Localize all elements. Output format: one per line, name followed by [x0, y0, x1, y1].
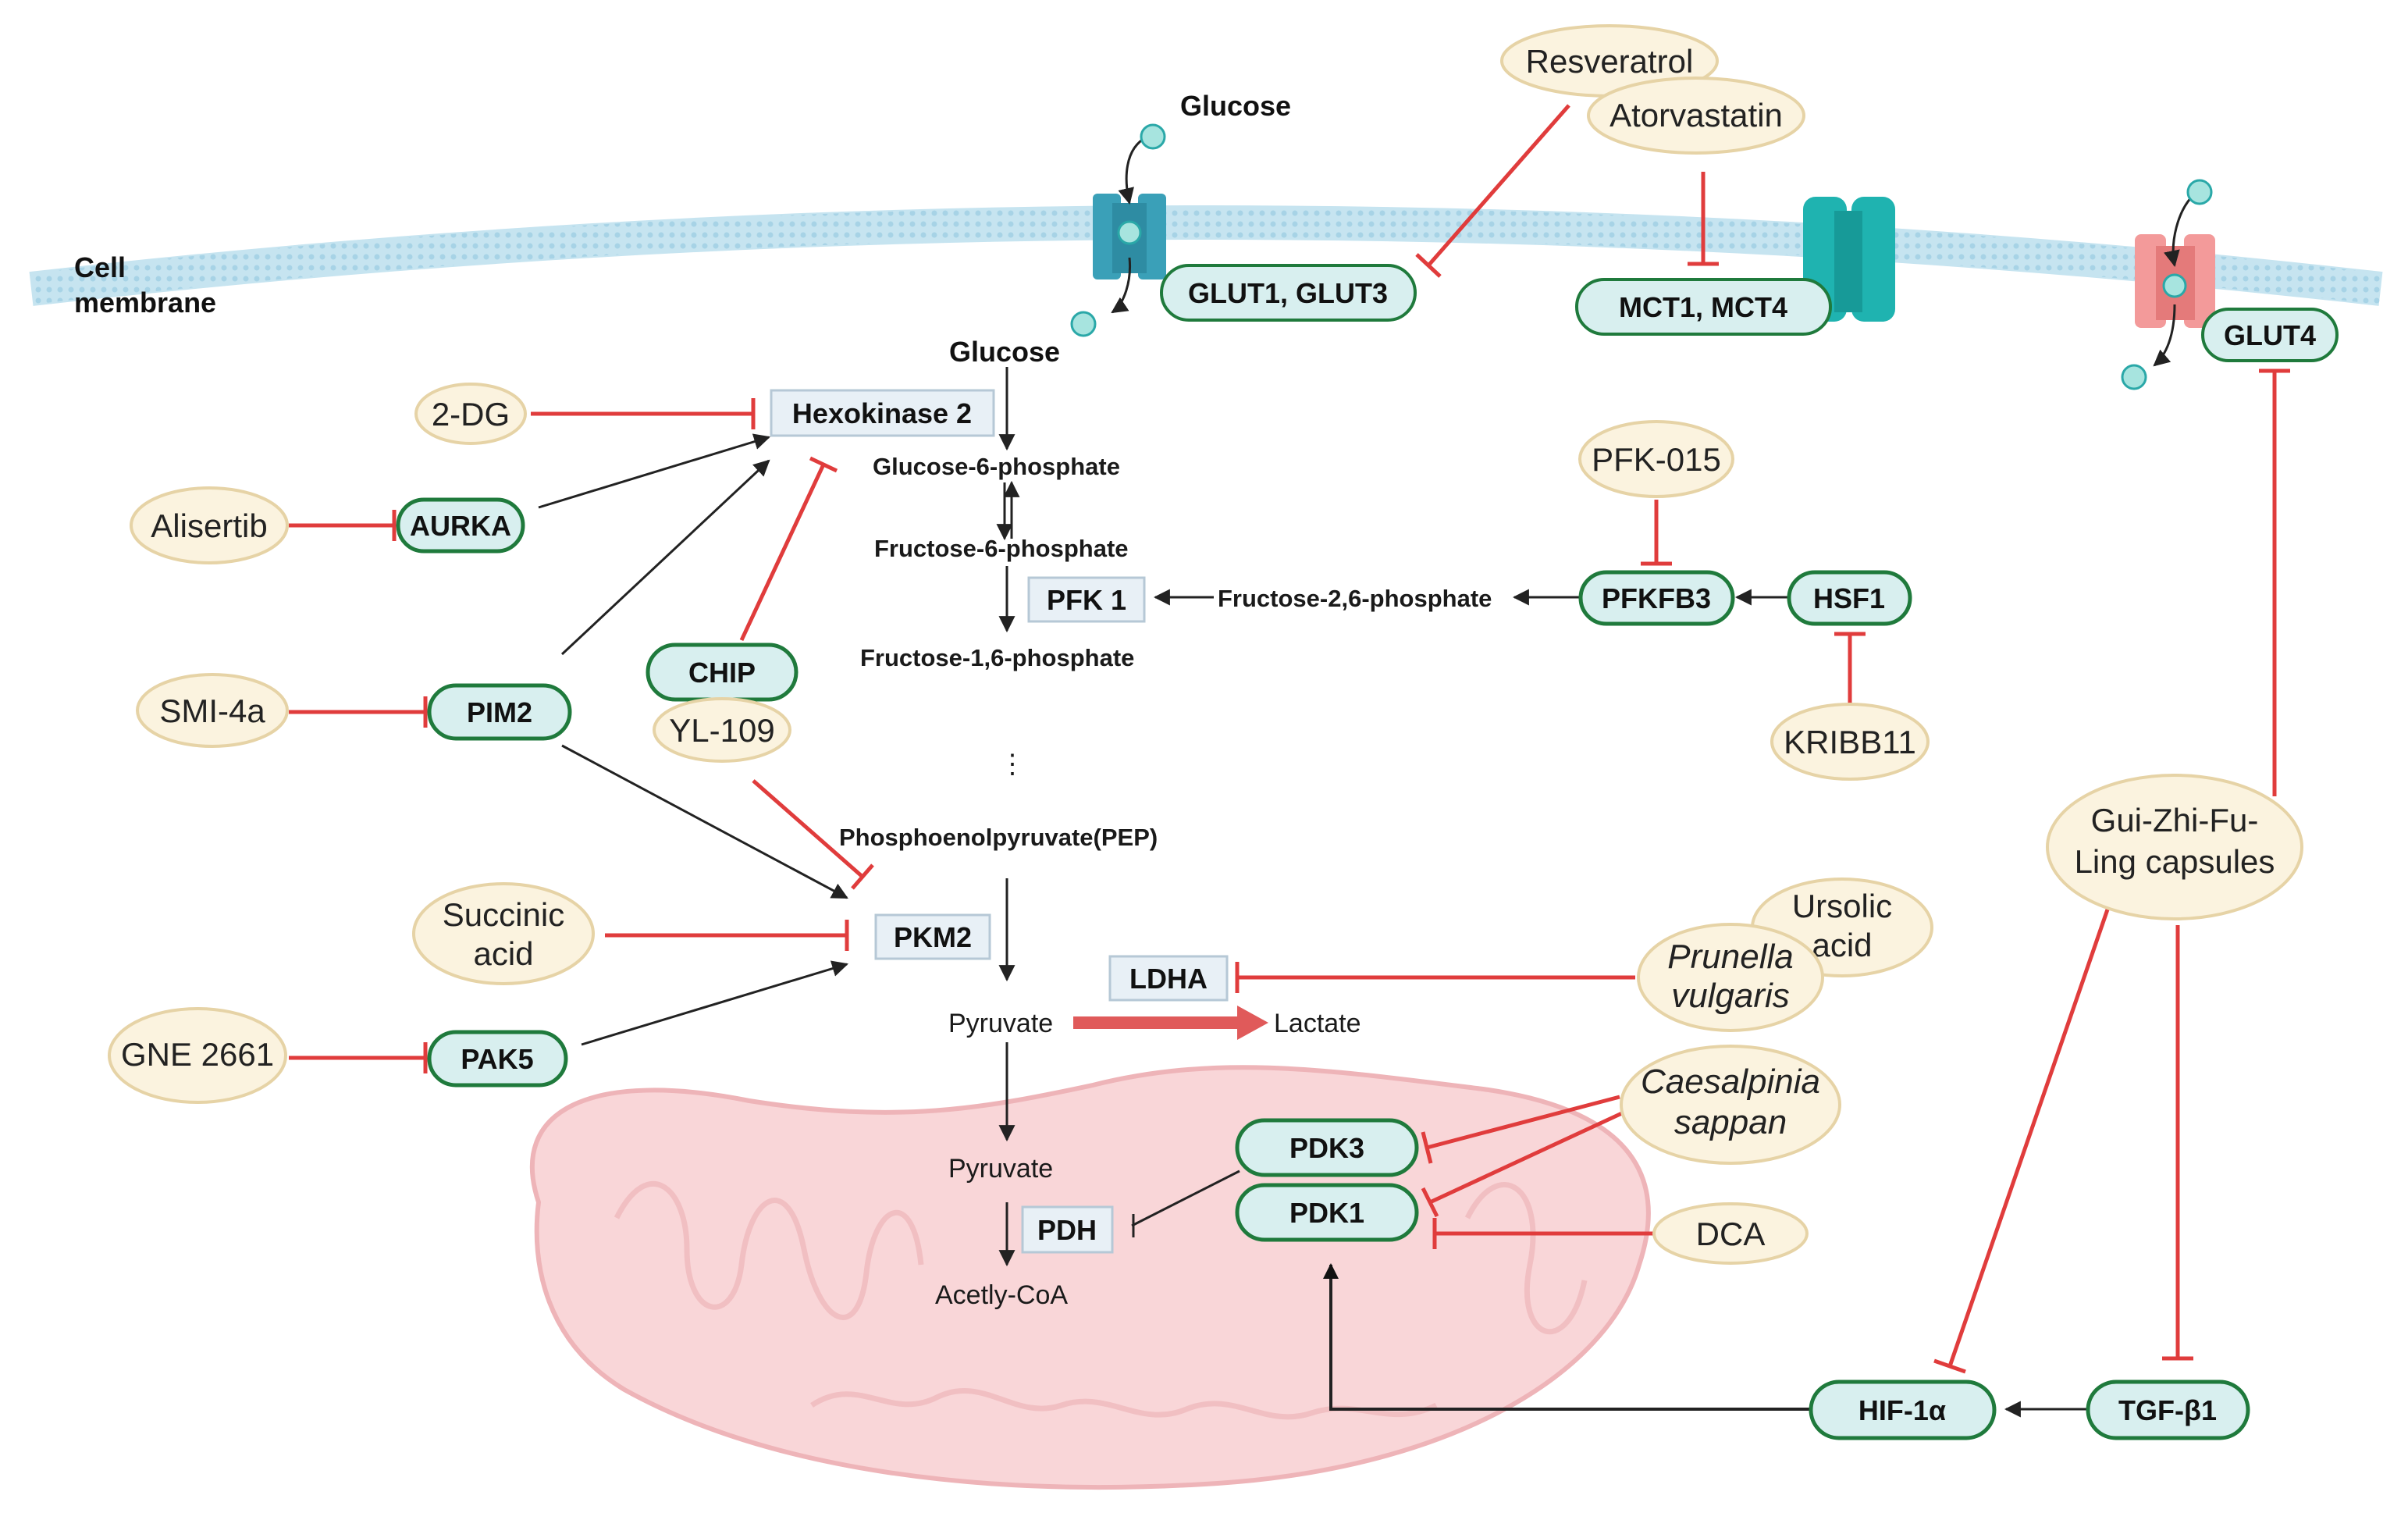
pyruvate-cytosol: Pyruvate [948, 1009, 1053, 1038]
cell-membrane-label-2: membrane [74, 287, 216, 319]
drug-alisertib: Alisertib [130, 486, 289, 564]
cell-membrane [29, 205, 2383, 306]
svg-text:PKM2: PKM2 [894, 921, 972, 953]
svg-text:SMI-4a: SMI-4a [159, 692, 265, 729]
protein-pdk1: PDK1 [1235, 1183, 1419, 1242]
fructose-6-phosphate: Fructose-6-phosphate [874, 535, 1129, 562]
svg-text:PAK5: PAK5 [461, 1043, 533, 1075]
mct-transporter-icon [1803, 197, 1895, 322]
glucose-molecule-icon [1140, 123, 1166, 150]
glut-transporter-icon [1093, 135, 1166, 314]
protein-glut4: GLUT4 [2201, 308, 2339, 362]
protein-chip: CHIP [646, 643, 799, 702]
drug-dca: DCA [1652, 1202, 1809, 1265]
svg-text:TGF-β1: TGF-β1 [2118, 1394, 2217, 1426]
svg-text:vulgaris: vulgaris [1671, 977, 1790, 1015]
svg-text:Ursolic: Ursolic [1792, 888, 1892, 924]
svg-text:Succinic: Succinic [443, 896, 564, 933]
drug-yl-109: YL-109 [653, 697, 791, 763]
svg-text:Prunella: Prunella [1667, 938, 1793, 976]
drug-kribb11: KRIBB11 [1770, 703, 1930, 781]
inhibition-lines [289, 104, 2290, 1374]
lactate: Lactate [1274, 1009, 1361, 1038]
pathway-continuation-dots: ⋮ [999, 749, 1026, 779]
glucose-outside-label: Glucose [1180, 90, 1291, 122]
svg-text:PFK-015: PFK-015 [1592, 441, 1721, 478]
glut4-transporter-icon [2135, 194, 2215, 367]
fructose-2-6-phosphate: Fructose-2,6-phosphate [1218, 585, 1492, 612]
svg-text:PFKFB3: PFKFB3 [1602, 582, 1711, 614]
svg-text:KRIBB11: KRIBB11 [1784, 724, 1916, 760]
glucose-molecule-icon [1070, 311, 1097, 337]
svg-text:DCA: DCA [1696, 1216, 1766, 1252]
cell-membrane-label-1: Cell [74, 251, 126, 283]
protein-pim2: PIM2 [427, 683, 572, 741]
svg-text:GLUT4: GLUT4 [2224, 319, 2316, 351]
drug-succinic-acid: Succinic acid [412, 882, 595, 985]
enzyme-ldha: LDHA [1108, 955, 1229, 1002]
drug-smi-4a: SMI-4a [136, 673, 289, 748]
svg-text:HSF1: HSF1 [1813, 582, 1885, 614]
protein-hsf1: HSF1 [1787, 570, 1912, 626]
svg-text:Ling capsules: Ling capsules [2075, 843, 2275, 880]
pyruvate-mitochondria: Pyruvate [948, 1154, 1053, 1184]
svg-text:GLUT1, GLUT3: GLUT1, GLUT3 [1188, 277, 1388, 309]
protein-pdk3: PDK3 [1235, 1118, 1419, 1177]
protein-mct1-mct4: MCT1, MCT4 [1575, 278, 1832, 336]
svg-text:PDK1: PDK1 [1289, 1197, 1364, 1229]
svg-text:acid: acid [473, 935, 533, 972]
svg-text:YL-109: YL-109 [669, 712, 774, 749]
drug-gne-2661: GNE 2661 [108, 1007, 287, 1104]
svg-text:sappan: sappan [1674, 1103, 1787, 1141]
svg-text:Alisertib: Alisertib [151, 507, 267, 544]
drug-gui-zhi-fu-ling-capsules: Gui-Zhi-Fu- Ling capsules [2046, 774, 2303, 920]
protein-glut1-glut3: GLUT1, GLUT3 [1160, 264, 1417, 322]
svg-text:CHIP: CHIP [688, 657, 756, 689]
svg-text:PFK 1: PFK 1 [1047, 584, 1126, 616]
svg-text:MCT1, MCT4: MCT1, MCT4 [1619, 291, 1787, 323]
svg-text:Gui-Zhi-Fu-: Gui-Zhi-Fu- [2091, 802, 2259, 838]
glucose-6-phosphate: Glucose-6-phosphate [873, 453, 1120, 480]
svg-text:LDHA: LDHA [1129, 963, 1208, 995]
glucose-inside-label: Glucose [949, 336, 1060, 368]
svg-text:Atorvastatin: Atorvastatin [1609, 97, 1783, 134]
enzyme-hexokinase-2: Hexokinase 2 [770, 389, 995, 437]
protein-aurka: AURKA [396, 497, 525, 554]
svg-text:AURKA: AURKA [410, 510, 511, 542]
glucose-molecule-icon [2186, 179, 2213, 205]
pyruvate-to-lactate-arrow [1073, 1006, 1268, 1040]
drug-prunella-vulgaris: Prunella vulgaris [1637, 923, 1824, 1032]
fructose-1-6-phosphate: Fructose-1,6-phosphate [860, 644, 1134, 671]
svg-text:HIF-1α: HIF-1α [1858, 1394, 1946, 1426]
acetyl-coa: Acetly-CoA [935, 1280, 1068, 1310]
mitochondrion [529, 1065, 1651, 1490]
svg-text:PIM2: PIM2 [467, 696, 532, 728]
drug-atorvastatin: Atorvastatin [1587, 77, 1805, 155]
enzyme-pfk1: PFK 1 [1027, 576, 1146, 623]
svg-text:Caesalpinia: Caesalpinia [1641, 1063, 1820, 1101]
drug-caesalpinia-sappan: Caesalpinia sappan [1620, 1045, 1841, 1165]
protein-pak5: PAK5 [427, 1030, 568, 1088]
svg-text:PDH: PDH [1037, 1214, 1097, 1246]
protein-hif-1a: HIF-1α [1809, 1380, 1997, 1440]
svg-text:PDK3: PDK3 [1289, 1132, 1364, 1164]
protein-pfkfb3: PFKFB3 [1578, 570, 1735, 626]
pathway-arrows [538, 367, 2201, 1418]
phosphoenolpyruvate: Phosphoenolpyruvate(PEP) [839, 824, 1158, 851]
svg-text:2-DG: 2-DG [432, 396, 510, 433]
enzyme-pkm2: PKM2 [874, 913, 991, 960]
svg-text:acid: acid [1812, 927, 1872, 963]
svg-text:Resveratrol: Resveratrol [1526, 43, 1694, 80]
protein-tgf-b1: TGF-β1 [2086, 1380, 2250, 1440]
enzyme-pdh: PDH [1021, 1205, 1114, 1254]
svg-text:Hexokinase 2: Hexokinase 2 [792, 397, 972, 429]
drug-2-dg: 2-DG [414, 383, 527, 445]
glucose-molecule-icon [2121, 364, 2147, 390]
svg-text:GNE 2661: GNE 2661 [121, 1036, 274, 1073]
drug-pfk-015: PFK-015 [1578, 420, 1734, 498]
